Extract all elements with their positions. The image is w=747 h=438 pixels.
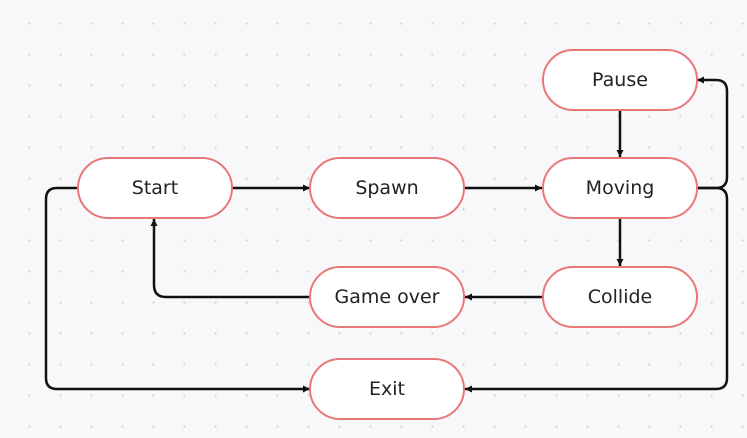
edge-moving-pause xyxy=(697,76,729,190)
node-pause[interactable]: Pause xyxy=(542,49,698,111)
node-collide[interactable]: Collide xyxy=(542,266,698,328)
node-start[interactable]: Start xyxy=(77,157,233,219)
node-exit[interactable]: Exit xyxy=(309,358,465,420)
edge-moving-exit xyxy=(465,186,729,393)
edge-gameover-start xyxy=(150,219,310,299)
edge-start-exit xyxy=(44,186,310,393)
node-moving[interactable]: Moving xyxy=(542,157,698,219)
node-game-over[interactable]: Game over xyxy=(309,266,465,328)
node-spawn[interactable]: Spawn xyxy=(309,157,465,219)
